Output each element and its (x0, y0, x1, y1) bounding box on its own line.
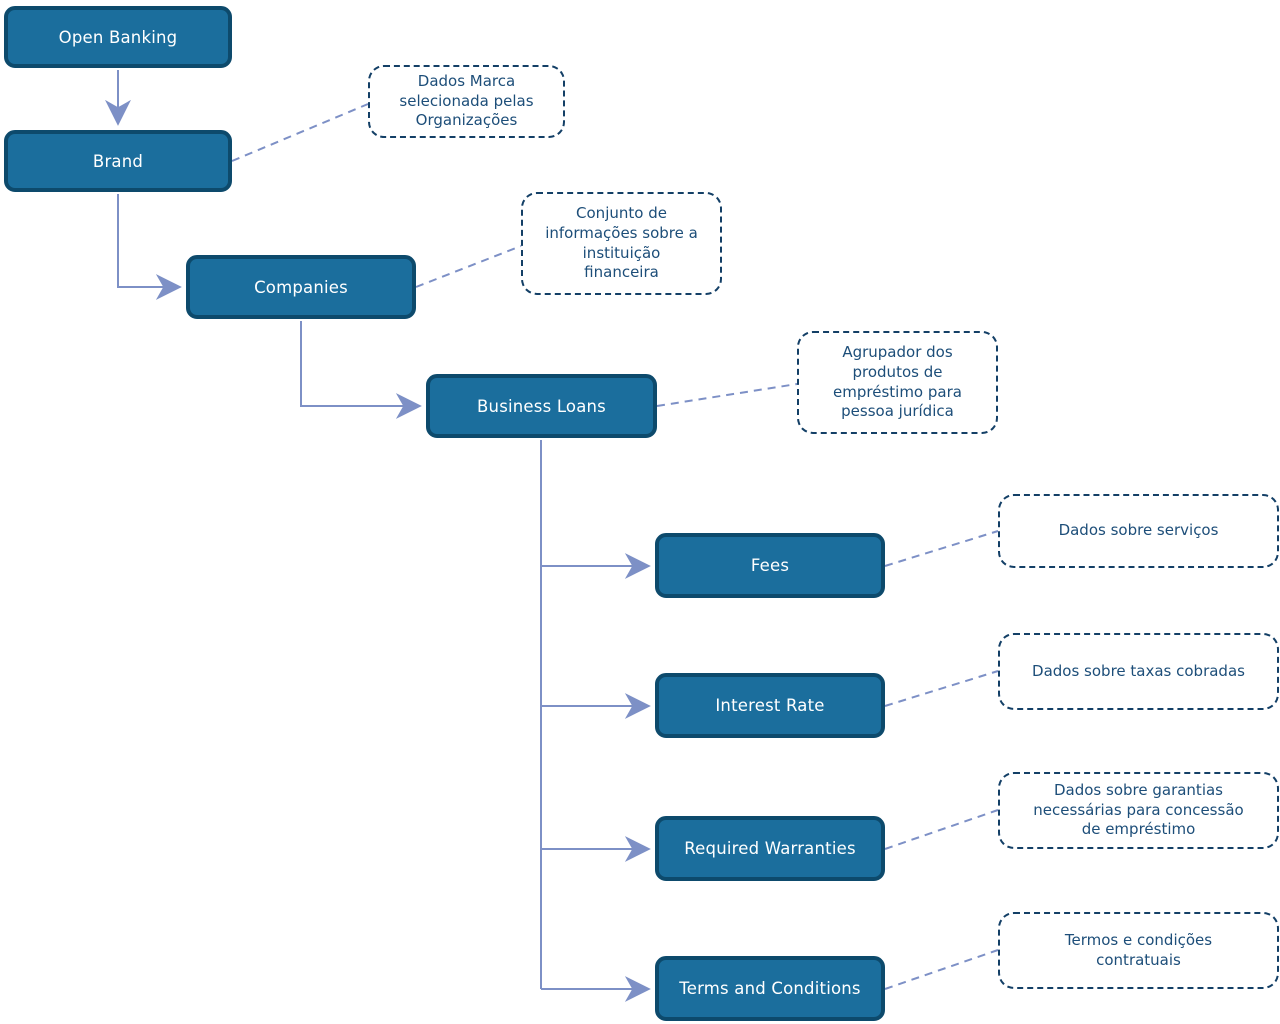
note-required-warranties: Dados sobre garantias necessárias para c… (998, 772, 1279, 849)
note-interest-rate-text: Dados sobre taxas cobradas (1032, 661, 1245, 680)
node-terms-and-conditions-label: Terms and Conditions (679, 979, 861, 998)
note-companies-text: Conjunto de informações sobre a institui… (545, 203, 698, 282)
note-required-warranties-text: Dados sobre garantias necessárias para c… (1033, 780, 1244, 839)
node-interest-rate: Interest Rate (655, 673, 885, 738)
note-brand-text: Dados Marca selecionada pelas Organizaçõ… (399, 71, 534, 130)
node-business-loans-label: Business Loans (477, 396, 606, 416)
note-interest-rate: Dados sobre taxas cobradas (998, 633, 1279, 710)
note-companies: Conjunto de informações sobre a institui… (521, 192, 722, 295)
node-brand-label: Brand (92, 151, 144, 171)
note-terms-and-conditions: Termos e condições contratuais (998, 912, 1279, 989)
node-open-banking: Open Banking (4, 6, 232, 68)
node-fees: Fees (655, 533, 885, 598)
node-required-warranties-label: Required Warranties (684, 839, 856, 858)
node-required-warranties: Required Warranties (655, 816, 885, 881)
node-interest-rate-label: Interest Rate (715, 696, 825, 715)
node-business-loans: Business Loans (426, 374, 657, 438)
note-fees-text: Dados sobre serviços (1058, 521, 1219, 540)
node-terms-and-conditions: Terms and Conditions (655, 956, 885, 1021)
node-open-banking-label: Open Banking (58, 27, 178, 47)
node-fees-label: Fees (750, 556, 790, 575)
node-companies-label: Companies (254, 277, 348, 297)
note-fees: Dados sobre serviços (998, 494, 1279, 568)
note-business-loans: Agrupador dos produtos de empréstimo par… (797, 331, 998, 434)
node-companies: Companies (186, 255, 416, 319)
note-terms-and-conditions-text: Termos e condições contratuais (1064, 930, 1213, 969)
note-business-loans-text: Agrupador dos produtos de empréstimo par… (833, 342, 962, 421)
node-brand: Brand (4, 130, 232, 192)
note-brand: Dados Marca selecionada pelas Organizaçõ… (368, 65, 565, 138)
